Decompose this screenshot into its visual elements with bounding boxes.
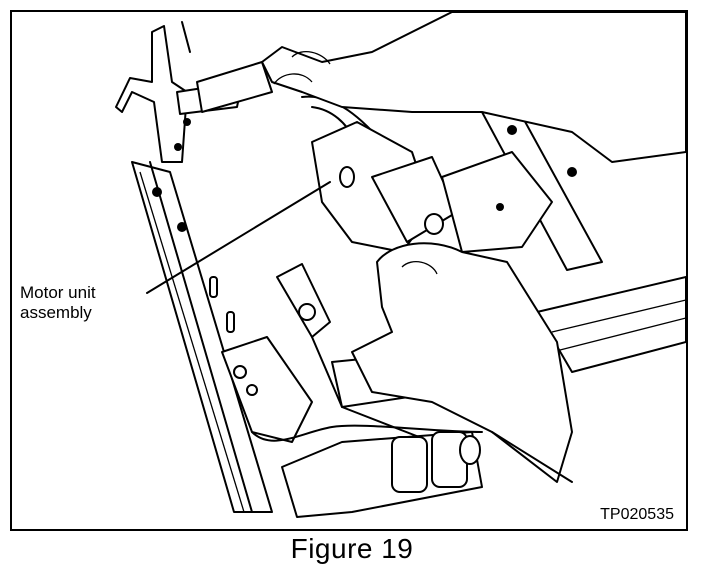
hand-icon (261, 12, 686, 163)
figure-caption: Figure 19 (290, 533, 414, 564)
callout-label-motor-unit-assembly: Motor unit assembly (20, 283, 96, 323)
callout-leader (146, 181, 573, 483)
motor-unit-icon (311, 121, 553, 253)
lower-motor (281, 431, 483, 518)
forearm-icon (351, 242, 573, 483)
image-id-label: TP020535 (600, 506, 674, 524)
figure-frame: Motor unit assembly TP020535 (10, 10, 688, 531)
seat-frame-illustration (115, 12, 686, 518)
right-seat-track (536, 276, 686, 373)
left-seat-rail (131, 161, 276, 513)
